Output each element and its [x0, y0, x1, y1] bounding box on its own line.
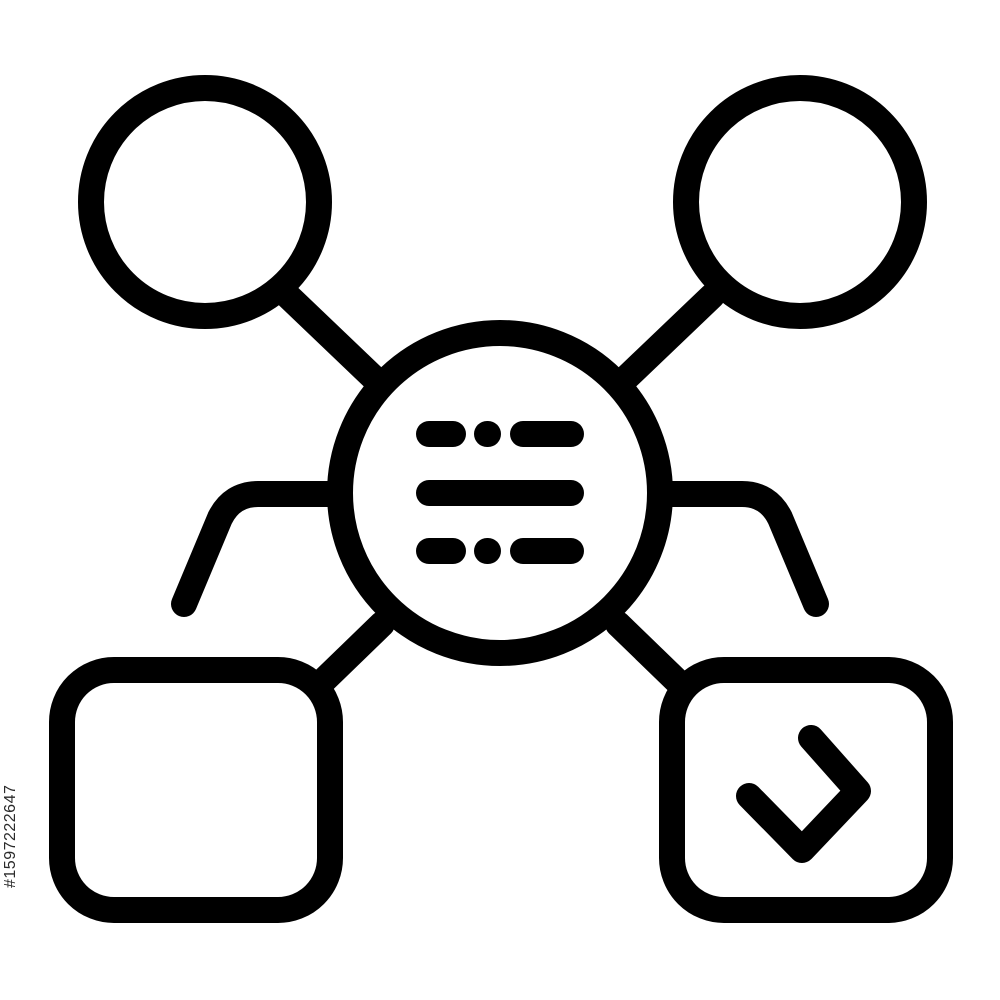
checkmark-icon	[736, 725, 871, 863]
bottom-right-square-node	[659, 657, 953, 923]
connector-top-left	[275, 283, 391, 395]
connector-bottom-right	[605, 611, 695, 699]
connector-top-right	[609, 283, 725, 395]
top-left-circle-node	[78, 75, 332, 329]
right-branch-line	[657, 481, 829, 617]
left-branch-line	[171, 481, 343, 617]
connector-bottom-left	[305, 611, 395, 699]
stock-id-watermark: #1597222647	[2, 784, 19, 888]
list-lines-icon	[416, 421, 584, 564]
top-right-circle-node	[673, 75, 927, 329]
bottom-left-square-node	[49, 657, 343, 923]
